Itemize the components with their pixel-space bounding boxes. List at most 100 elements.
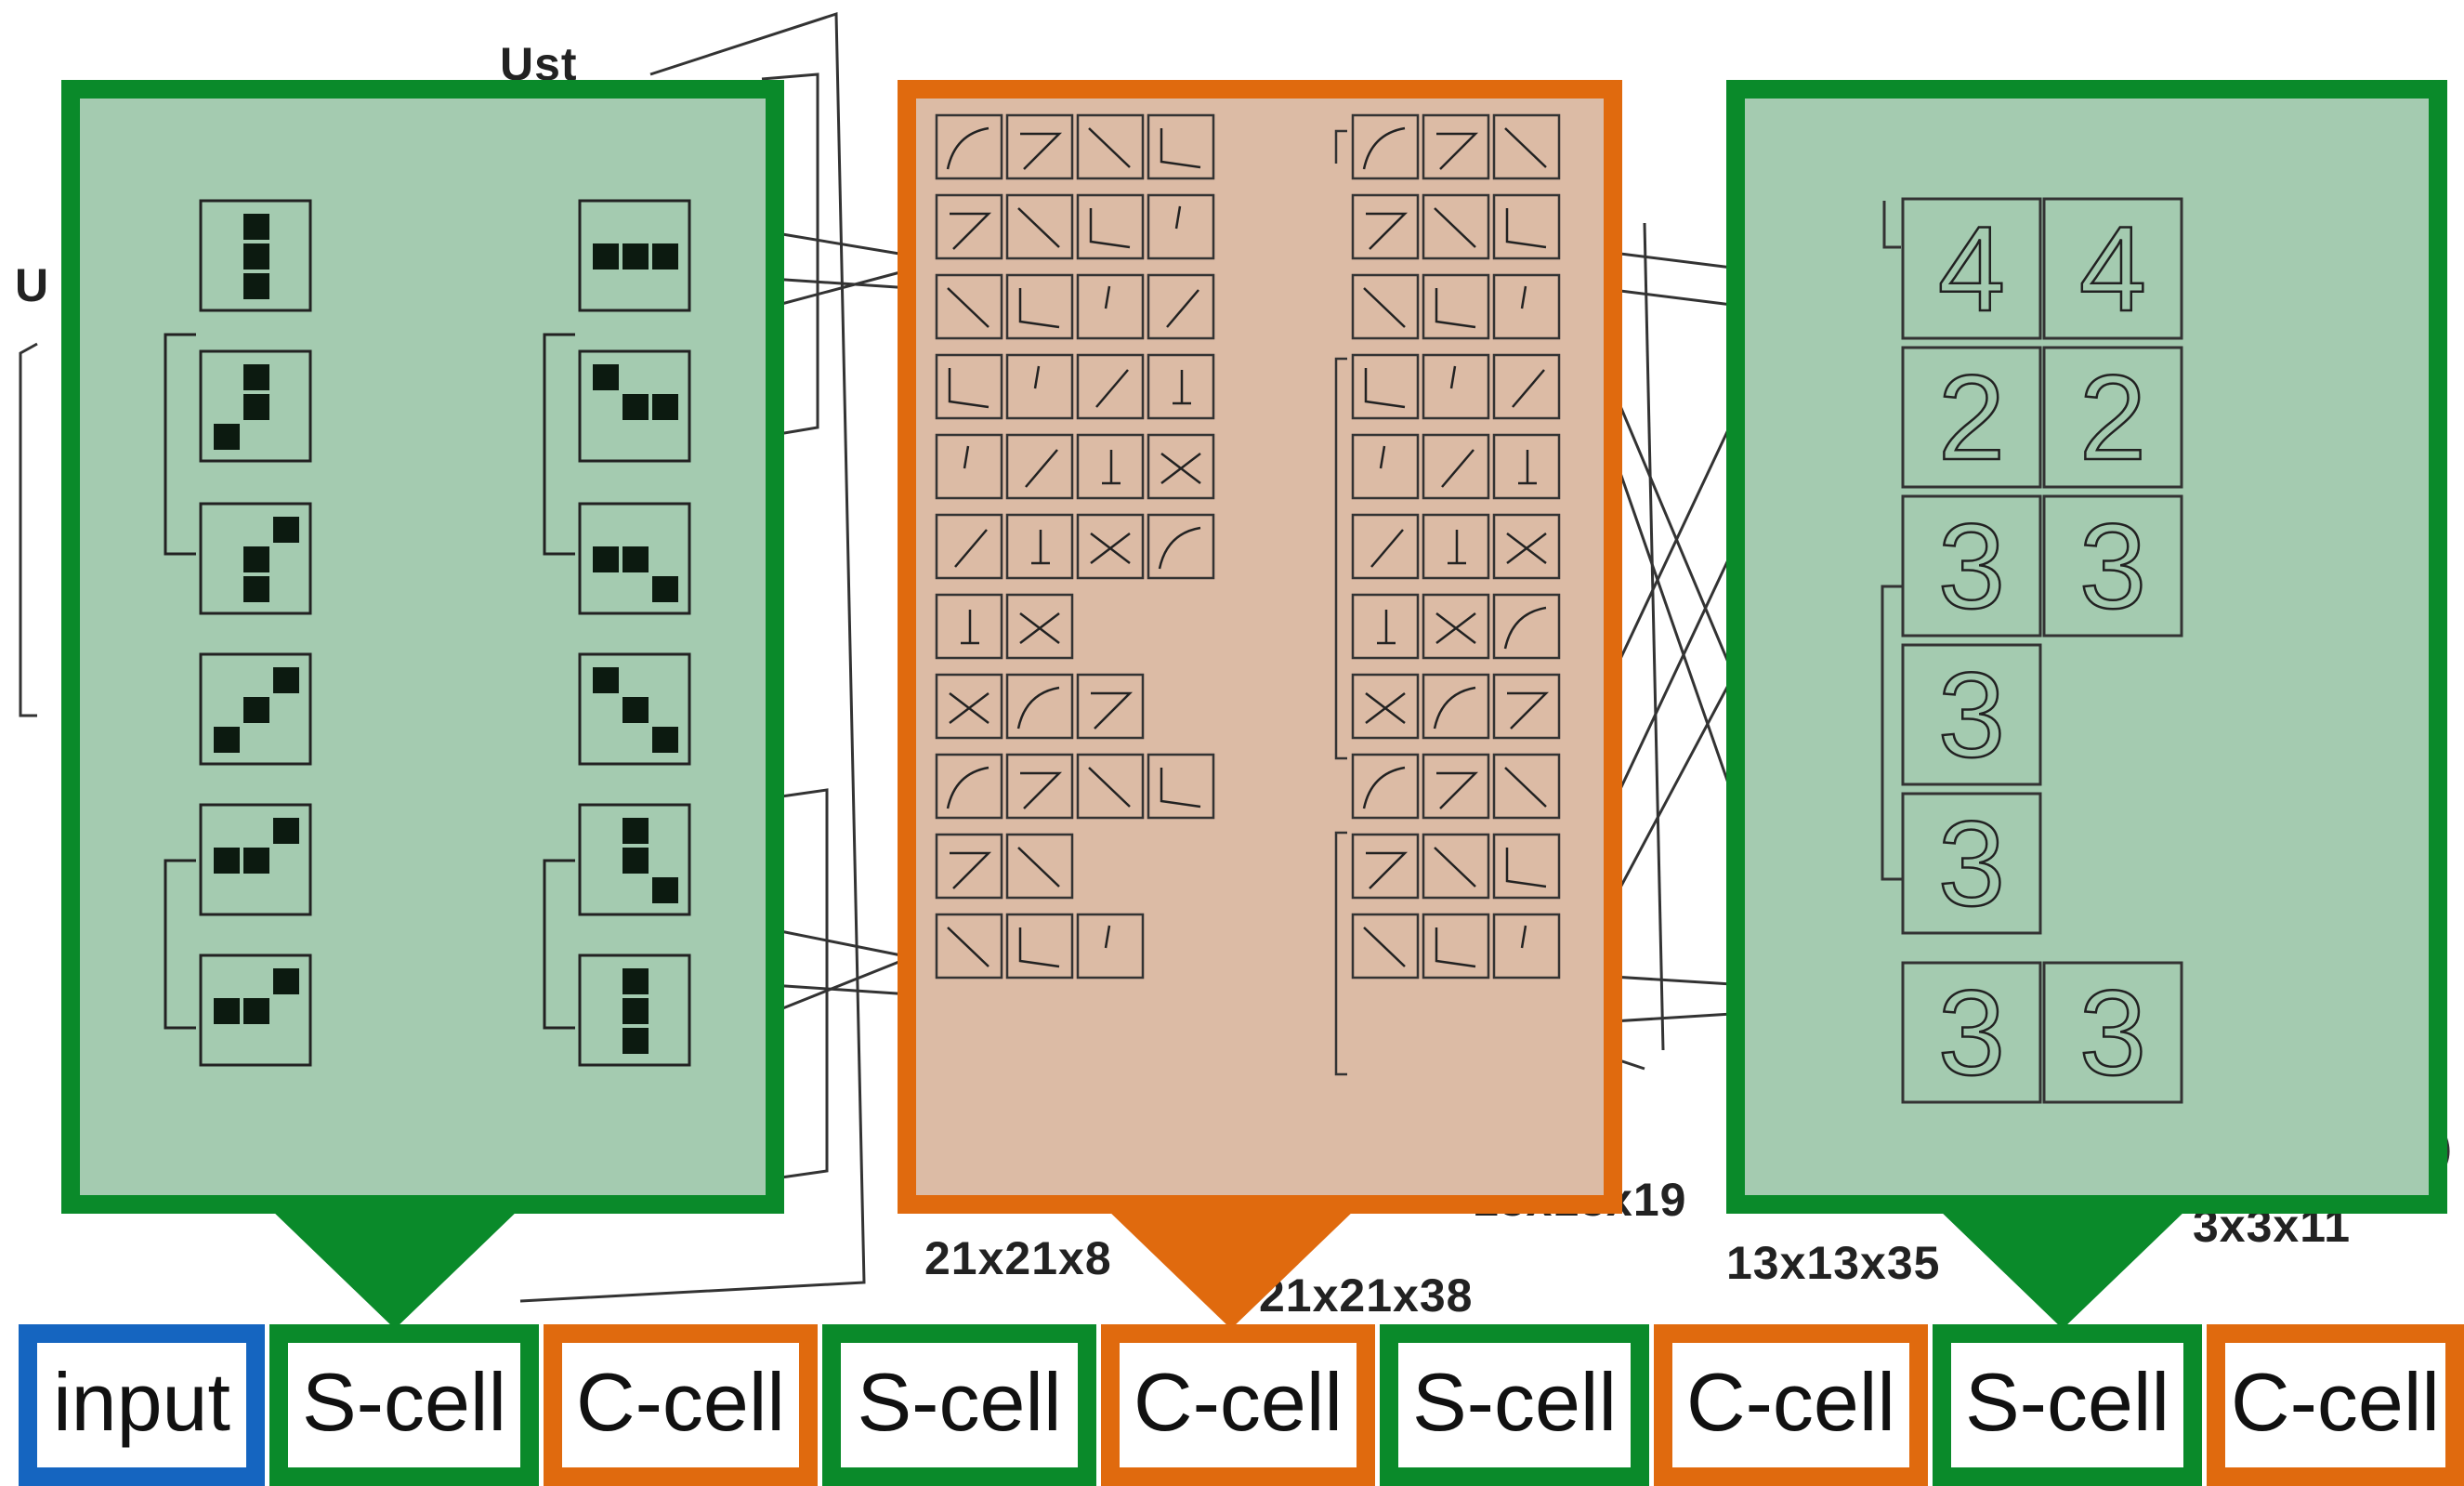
stroke-pattern-box: [1351, 193, 1420, 260]
digit-box: 3: [2042, 494, 2183, 638]
stroke-pattern-box: [1147, 513, 1215, 580]
dimension-label: 21x21x8: [924, 1232, 1112, 1284]
feature-pattern-box: [199, 652, 312, 766]
digit-glyph: 2: [1938, 349, 2005, 485]
stroke-pattern-box: [935, 273, 1003, 340]
stroke-pattern-box: [1351, 433, 1420, 500]
digit-box: 4: [2042, 197, 2183, 340]
right-feature-panel: 4 4 2 2 3: [1726, 80, 2447, 1214]
stroke-pattern-box: [1076, 433, 1145, 500]
digit-glyph: 3: [2079, 498, 2146, 634]
stroke-pattern-box: [1076, 113, 1145, 180]
stage-c-cell: C-cell: [1101, 1324, 1375, 1486]
stroke-pattern-box: [1076, 353, 1145, 420]
stroke-pattern-box: [1492, 433, 1561, 500]
stroke-pattern-box: [1076, 513, 1145, 580]
digit-box: 4: [1901, 197, 2042, 340]
stroke-pattern-box: [1422, 513, 1490, 580]
stroke-pattern-box: [935, 193, 1003, 260]
stroke-pattern-box: [1005, 193, 1074, 260]
stroke-pattern-box: [1147, 193, 1215, 260]
u-label: U: [15, 259, 50, 311]
stage-s-cell: S-cell: [269, 1324, 539, 1486]
digit-glyph: 2: [2079, 349, 2146, 485]
stage-input: input: [19, 1324, 265, 1486]
stroke-pattern-box: [1005, 353, 1074, 420]
stroke-pattern-box: [1422, 433, 1490, 500]
stroke-pattern-box: [1422, 593, 1490, 660]
digit-box: 3: [1901, 792, 2042, 935]
stroke-pattern-box: [1147, 113, 1215, 180]
digit-glyph: 3: [1938, 498, 2005, 634]
stroke-pattern-box: [1076, 273, 1145, 340]
stroke-pattern-box: [935, 833, 1003, 900]
stroke-pattern-box: [1005, 753, 1074, 820]
digit-box: 3: [2042, 961, 2183, 1104]
stroke-pattern-box: [1076, 753, 1145, 820]
line-feature-patterns: [164, 199, 691, 1067]
stroke-pattern-box: [1422, 753, 1490, 820]
stroke-feature-patterns: [935, 113, 1561, 1076]
digit-box: 3: [1901, 961, 2042, 1104]
stroke-pattern-box: [1147, 353, 1215, 420]
stroke-pattern-box: [1351, 593, 1420, 660]
stroke-pattern-box: [935, 913, 1003, 980]
stroke-pattern-box: [1492, 113, 1561, 180]
digit-glyph: 3: [1938, 796, 2005, 931]
feature-pattern-box: [578, 652, 691, 766]
stroke-pattern-box: [1422, 353, 1490, 420]
digit-box: 2: [1901, 346, 2042, 489]
group-brackets: [1881, 201, 1903, 881]
stroke-pattern-box: [1351, 833, 1420, 900]
stroke-pattern-box: [1351, 273, 1420, 340]
digit-box: 3: [1901, 643, 2042, 786]
stroke-pattern-box: [935, 353, 1003, 420]
stroke-pattern-box: [935, 593, 1003, 660]
stroke-pattern-box: [1005, 273, 1074, 340]
stroke-pattern-box: [1147, 433, 1215, 500]
stroke-pattern-box: [1492, 753, 1561, 820]
stroke-pattern-box: [1422, 913, 1490, 980]
stroke-pattern-box: [1147, 273, 1215, 340]
middle-feature-panel: [898, 80, 1622, 1214]
stroke-pattern-box: [1351, 353, 1420, 420]
stroke-pattern-box: [935, 673, 1003, 740]
stroke-pattern-box: [1492, 593, 1561, 660]
feature-pattern-box: [199, 803, 312, 916]
feature-pattern-box: [578, 349, 691, 463]
left-callout-pointer: [269, 1208, 520, 1329]
feature-pattern-box: [199, 953, 312, 1067]
feature-pattern-box: [199, 199, 312, 312]
digit-glyph: 3: [1938, 647, 2005, 782]
stroke-pattern-box: [1005, 433, 1074, 500]
feature-pattern-box: [199, 502, 312, 615]
stroke-pattern-box: [1351, 113, 1420, 180]
stroke-pattern-box: [935, 113, 1003, 180]
stroke-pattern-box: [1492, 673, 1561, 740]
stage-s-cell: S-cell: [1933, 1324, 2202, 1486]
stage-s-cell: S-cell: [1380, 1324, 1649, 1486]
stroke-pattern-box: [935, 513, 1003, 580]
stroke-pattern-box: [1076, 673, 1145, 740]
stroke-pattern-box: [1076, 193, 1145, 260]
group-brackets: [164, 333, 575, 1030]
right-callout-pointer: [1937, 1208, 2188, 1329]
stroke-pattern-box: [1147, 753, 1215, 820]
stroke-pattern-box: [1005, 113, 1074, 180]
stroke-pattern-box: [1076, 913, 1145, 980]
stage-c-cell: C-cell: [544, 1324, 818, 1486]
feature-pattern-box: [578, 199, 691, 312]
stroke-pattern-box: [935, 753, 1003, 820]
stroke-pattern-box: [1005, 673, 1074, 740]
stroke-pattern-box: [1492, 273, 1561, 340]
left-feature-panel: [61, 80, 784, 1214]
stroke-pattern-box: [1422, 273, 1490, 340]
stage-s-cell: S-cell: [822, 1324, 1096, 1486]
stroke-pattern-box: [1492, 833, 1561, 900]
stroke-pattern-box: [1005, 833, 1074, 900]
stroke-pattern-box: [935, 433, 1003, 500]
stroke-pattern-box: [1351, 513, 1420, 580]
